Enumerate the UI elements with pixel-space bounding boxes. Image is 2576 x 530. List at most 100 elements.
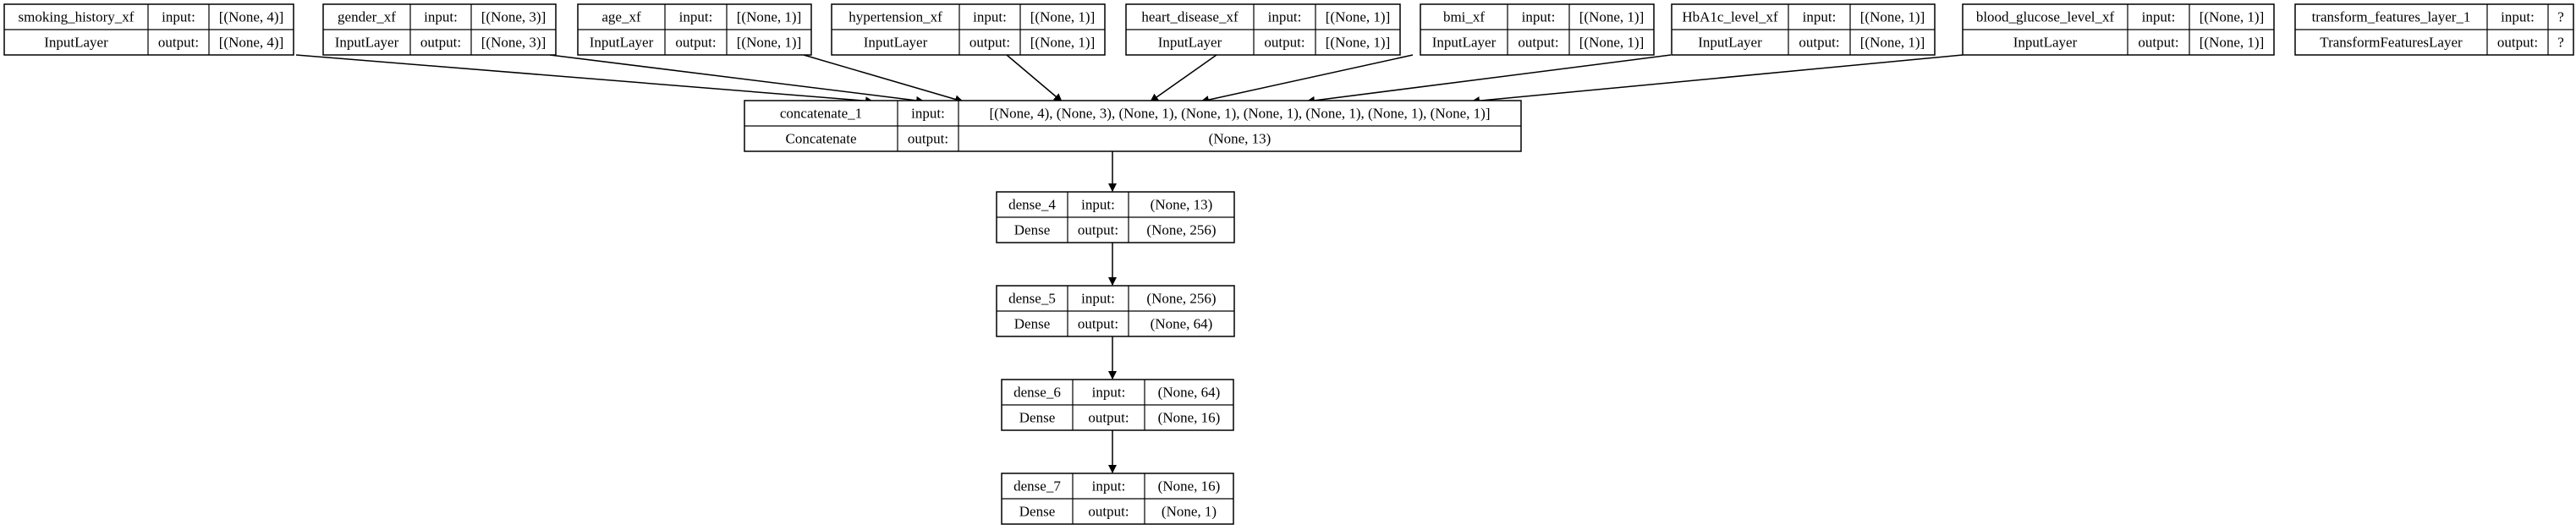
input-shape: [(None, 1)] xyxy=(1030,9,1095,25)
edge-HbA1c_level_xf-to-concatenate_1 xyxy=(1306,54,1672,105)
output-shape: (None, 16) xyxy=(1158,410,1221,426)
input-label: input: xyxy=(1522,9,1556,25)
output-shape: [(None, 1)] xyxy=(737,35,801,51)
output-label: output: xyxy=(1518,35,1558,51)
input-shape: [(None, 1)] xyxy=(2200,9,2264,25)
edge-smoking_history_xf-to-concatenate_1 xyxy=(295,54,874,106)
layer-name: concatenate_1 xyxy=(780,106,862,122)
output-label: output: xyxy=(1078,222,1118,238)
layer-node-transform_features_layer_1: transform_features_layer_1TransformFeatu… xyxy=(2294,3,2574,56)
output-label: output: xyxy=(908,131,948,147)
output-label: output: xyxy=(969,35,1010,51)
layer-name: transform_features_layer_1 xyxy=(2312,9,2471,25)
input-label: input: xyxy=(1092,478,1126,494)
layer-type: Dense xyxy=(1019,410,1055,426)
output-shape: [(None, 3)] xyxy=(481,35,546,51)
layer-type: InputLayer xyxy=(335,35,399,51)
input-shape: [(None, 4)] xyxy=(219,9,283,25)
layer-node-heart_disease_xf: heart_disease_xfInputLayerinput:output:[… xyxy=(1125,3,1401,56)
input-label: input: xyxy=(679,9,713,25)
output-shape: [(None, 1)] xyxy=(1579,35,1644,51)
input-shape: [(None, 1)] xyxy=(1860,9,1925,25)
input-shape: ? xyxy=(2557,9,2564,25)
output-label: output: xyxy=(675,35,716,51)
input-label: input: xyxy=(973,9,1007,25)
output-shape: (None, 1) xyxy=(1162,504,1217,520)
edge-gender_xf-to-concatenate_1 xyxy=(549,54,925,105)
input-shape: [(None, 1)] xyxy=(737,9,801,25)
output-label: output: xyxy=(1078,316,1118,332)
output-label: output: xyxy=(420,35,461,51)
layer-name: blood_glucose_level_xf xyxy=(1976,9,2115,25)
layer-type: TransformFeaturesLayer xyxy=(2320,35,2463,51)
input-label: input: xyxy=(162,9,195,25)
output-shape: [(None, 4)] xyxy=(219,35,283,51)
output-shape: [(None, 1)] xyxy=(1326,35,1390,51)
input-label: input: xyxy=(1081,197,1115,213)
layer-type: Concatenate xyxy=(785,131,856,147)
output-label: output: xyxy=(1088,410,1129,426)
input-label: input: xyxy=(1081,291,1115,307)
output-label: output: xyxy=(1799,35,1839,51)
layer-type: Dense xyxy=(1019,504,1055,520)
layer-name: heart_disease_xf xyxy=(1141,9,1239,25)
layer-name: dense_6 xyxy=(1013,385,1061,401)
layer-node-blood_glucose_level_xf: blood_glucose_level_xfInputLayerinput:ou… xyxy=(1962,3,2275,56)
layer-type: InputLayer xyxy=(590,35,654,51)
output-label: output: xyxy=(158,35,199,51)
layer-type: InputLayer xyxy=(1158,35,1222,51)
input-shape: (None, 16) xyxy=(1158,478,1221,494)
layer-type: InputLayer xyxy=(1432,35,1497,51)
output-shape: (None, 256) xyxy=(1146,222,1216,238)
output-shape: [(None, 1)] xyxy=(1030,35,1095,51)
layer-type: InputLayer xyxy=(2013,35,2078,51)
edge-hypertension_xf-to-concatenate_1 xyxy=(1006,54,1063,102)
input-shape: [(None, 1)] xyxy=(1579,9,1644,25)
layer-name: HbA1c_level_xf xyxy=(1682,9,1778,25)
input-shape: (None, 256) xyxy=(1146,291,1216,307)
layer-type: Dense xyxy=(1014,222,1050,238)
input-shape: (None, 13) xyxy=(1151,197,1213,213)
edges-layer xyxy=(295,54,1964,473)
input-label: input: xyxy=(424,9,458,25)
output-shape: ? xyxy=(2557,35,2564,51)
layer-name: dense_4 xyxy=(1008,197,1056,213)
input-shape: [(None, 3)] xyxy=(481,9,546,25)
output-shape: (None, 64) xyxy=(1151,316,1213,332)
input-shape: [(None, 4), (None, 3), (None, 1), (None,… xyxy=(990,106,1491,122)
input-label: input: xyxy=(1092,385,1126,401)
layer-name: age_xf xyxy=(601,9,641,25)
output-label: output: xyxy=(1088,504,1129,520)
layer-type: Dense xyxy=(1014,316,1050,332)
layer-type: InputLayer xyxy=(864,35,928,51)
edge-blood_glucose_level_xf-to-concatenate_1 xyxy=(1471,54,1964,106)
input-label: input: xyxy=(911,106,945,122)
edge-heart_disease_xf-to-concatenate_1 xyxy=(1150,54,1217,102)
input-shape: [(None, 1)] xyxy=(1326,9,1390,25)
layer-name: hypertension_xf xyxy=(849,9,942,25)
input-label: input: xyxy=(2501,9,2535,25)
layer-type: InputLayer xyxy=(44,35,108,51)
output-shape: (None, 13) xyxy=(1209,131,1272,147)
layer-name: smoking_history_xf xyxy=(19,9,135,25)
output-shape: [(None, 1)] xyxy=(1860,35,1925,51)
edge-bmi_xf-to-concatenate_1 xyxy=(1200,54,1414,104)
input-label: input: xyxy=(1803,9,1837,25)
input-shape: (None, 64) xyxy=(1158,385,1221,401)
layer-name: bmi_xf xyxy=(1443,9,1485,25)
output-label: output: xyxy=(2138,35,2178,51)
output-shape: [(None, 1)] xyxy=(2200,35,2264,51)
output-label: output: xyxy=(1264,35,1304,51)
layer-type: InputLayer xyxy=(1698,35,1762,51)
layer-node-gender_xf: gender_xfInputLayerinput:output:[(None, … xyxy=(322,3,557,56)
